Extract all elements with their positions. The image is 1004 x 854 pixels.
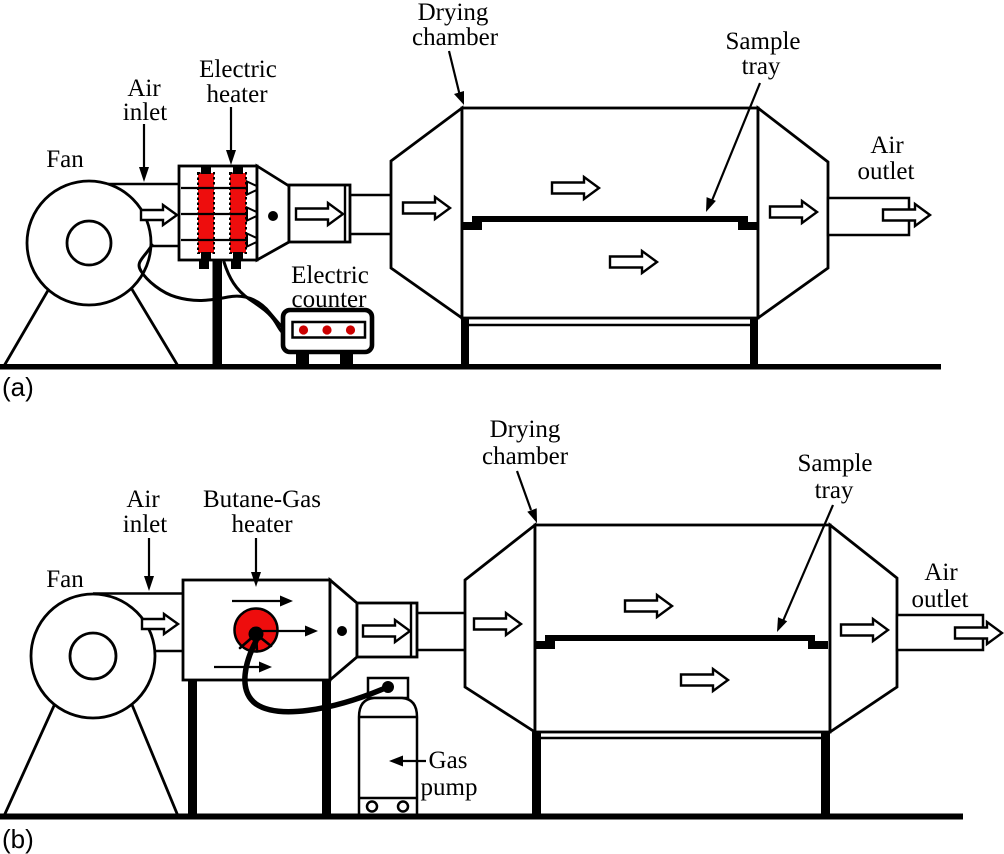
panel-a-electric-dryer: Fan Air inlet Electric heater Drying cha… xyxy=(0,0,941,402)
drying-chamber-label: Drying xyxy=(490,416,561,443)
counter-leg xyxy=(296,352,309,364)
butane-gas-heater-pointer-head xyxy=(251,572,261,587)
wire-heater-to-counter xyxy=(222,260,288,338)
panel-a-tag: (a) xyxy=(2,372,34,402)
tray-support xyxy=(738,222,758,230)
chamber-leg xyxy=(750,318,758,366)
heating-element-terminal xyxy=(231,258,241,269)
drying-chamber-pointer xyxy=(515,470,533,511)
air-inlet-label: Air xyxy=(127,75,161,102)
airflow-arrowhead xyxy=(305,625,318,637)
sample-tray-label: tray xyxy=(815,477,854,504)
airflow-arrowhead xyxy=(246,205,264,223)
sample-tray-pointer-head xyxy=(706,197,716,212)
heating-element-cap xyxy=(233,166,243,174)
drying-chamber xyxy=(533,523,832,734)
airflow-arrowhead xyxy=(246,179,264,197)
sample-tray-label: tray xyxy=(742,53,781,80)
electric-counter-label: Electric xyxy=(291,262,369,289)
heater-support xyxy=(188,680,197,816)
chamber-leg xyxy=(532,732,541,816)
counter-indicator-dot xyxy=(322,325,332,335)
sensor-dot xyxy=(337,626,347,636)
counter-leg xyxy=(340,352,353,364)
airflow-arrowhead xyxy=(259,661,272,673)
gas-pump-label: Gas xyxy=(429,747,468,774)
heating-element-cap xyxy=(201,252,211,260)
sample-tray-pointer xyxy=(781,504,835,622)
airflow-arrowhead xyxy=(246,231,264,249)
heating-element-cap xyxy=(233,252,243,260)
fan-label: Fan xyxy=(46,146,84,173)
air-inlet-label: inlet xyxy=(123,99,167,126)
ground-line xyxy=(0,364,941,370)
sample-tray-pointer xyxy=(709,82,762,204)
air-outlet-label: outlet xyxy=(912,586,969,613)
fan-label: Fan xyxy=(46,566,84,593)
sample-tray-pointer-head xyxy=(777,617,788,632)
heater-support xyxy=(322,680,331,816)
air-inlet-pointer-head xyxy=(144,576,154,591)
hose-connector-dot xyxy=(382,681,394,693)
electric-heater-label: heater xyxy=(206,81,268,108)
air-inlet-label: inlet xyxy=(123,511,167,538)
gas-pump-pointer-head xyxy=(389,755,403,767)
sample-tray-label: Sample xyxy=(798,450,873,477)
drying-chamber-pointer-head xyxy=(454,91,464,105)
fan-hub xyxy=(65,219,113,267)
drying-chamber-pointer xyxy=(447,50,462,97)
tray-support xyxy=(808,641,828,649)
electric-counter-label: counter xyxy=(292,286,368,313)
counter-indicator-dot xyxy=(298,325,309,335)
sample-tray xyxy=(472,216,748,222)
drying-chamber-label: chamber xyxy=(482,443,569,470)
panel-b-tag: (b) xyxy=(2,824,34,854)
air-inlet-pointer-head xyxy=(139,167,149,182)
burner-valve-dot xyxy=(248,626,264,642)
heating-element-cap xyxy=(201,166,211,174)
airflow-arrowhead xyxy=(280,595,293,607)
butane-gas-heater-label: Butane-Gas xyxy=(203,486,321,513)
sample-tray-label: Sample xyxy=(726,28,801,55)
drying-chamber-label: Drying xyxy=(418,0,489,26)
gas-hose xyxy=(242,638,386,715)
fan-hub xyxy=(68,631,118,681)
gas-pump-label: pump xyxy=(421,774,478,801)
air-outlet-label: Air xyxy=(924,559,958,586)
butane-gas-heater-label: heater xyxy=(231,511,293,538)
tray-support xyxy=(535,641,555,649)
gas-pump-body xyxy=(357,696,419,817)
heater-support xyxy=(212,260,222,366)
electric-heater-pointer-head xyxy=(226,150,236,165)
drying-chamber xyxy=(460,106,760,320)
sample-tray xyxy=(545,635,815,641)
tray-support xyxy=(462,222,482,230)
ground-line xyxy=(0,813,963,820)
drying-chamber-pointer-head xyxy=(527,508,537,523)
chamber-leg xyxy=(461,318,469,366)
panel-b-gas-dryer: Fan Air inlet Butane-Gas heater Drying c… xyxy=(0,416,1004,854)
electric-heater-label: Electric xyxy=(199,56,277,83)
air-outlet-label: outlet xyxy=(858,158,915,185)
drying-chamber-label: chamber xyxy=(412,24,499,51)
sensor-dot xyxy=(268,211,278,221)
counter-indicator-dot xyxy=(345,325,356,335)
air-inlet-label: Air xyxy=(126,486,160,513)
chamber-leg xyxy=(821,732,830,816)
gas-pump-base-hole xyxy=(396,800,410,813)
heating-element-terminal xyxy=(199,258,209,269)
gas-pump-base-hole xyxy=(365,800,379,813)
air-outlet-label: Air xyxy=(870,132,904,159)
